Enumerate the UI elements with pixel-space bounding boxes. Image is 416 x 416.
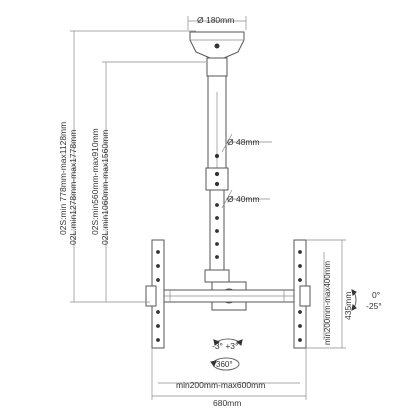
left-arm-hole-3: [156, 278, 160, 282]
right-arm-hole-4: [298, 310, 302, 314]
drop-02l-total-label: 02L:min1278mm-max1778mm: [68, 130, 78, 245]
drop-02s-total-label: 02S:min 778mm-max1128mm: [58, 122, 68, 235]
total-width-label: 680mm: [213, 398, 241, 408]
rotation-arrow: [210, 360, 217, 368]
vesa-vertical-label: min200mm-max400mm: [323, 261, 332, 345]
tilt-indicator-arrow-bottom: [351, 303, 357, 311]
lower-tube-diameter-label: Ø 40mm: [227, 194, 260, 204]
upper-tube-hole-1: [214, 153, 220, 159]
right-arm-hole-6: [298, 338, 302, 342]
upper-tube-callout-tick: [221, 133, 233, 153]
tilt-indicator-arrow-top: [351, 289, 357, 297]
left-arm-hole-4: [156, 310, 160, 314]
rotation-label: 360°: [216, 360, 233, 369]
lower-tube-hole-4: [215, 242, 219, 246]
right-arm-hole-1: [298, 250, 302, 254]
left-bracket-clamp: [145, 285, 157, 307]
tilt-up-label: 0°: [372, 290, 380, 300]
ceiling-plate-diameter-label: Ø 180mm: [197, 15, 234, 25]
tube-clamp: [205, 167, 229, 191]
upper-tube-hole-2: [214, 171, 220, 177]
right-arm-hole-5: [298, 324, 302, 328]
drop-02s-pole-label: 02S:min560mm-max910mm: [90, 128, 100, 235]
left-arm-hole-5: [156, 324, 160, 328]
lower-tube-hole-2: [215, 216, 219, 220]
left-arm-hole-6: [156, 338, 160, 342]
tilt-arc-arrow-right: [235, 339, 243, 346]
tilt-range-label: -3° +3°: [212, 341, 238, 351]
left-arm-hole-1: [156, 250, 160, 254]
tilt-arc-arrow-left: [213, 339, 221, 346]
panel-height-label: 435mm: [343, 292, 353, 320]
lower-tube-callout-tick: [221, 189, 233, 209]
right-arm-hole-2: [298, 264, 302, 268]
drop-02l-pole-label: 02L:min1060mm-max1560mm: [100, 130, 110, 245]
right-bracket-clamp: [299, 285, 311, 307]
left-arm-hole-2: [156, 264, 160, 268]
tilt-head-top: [204, 269, 230, 283]
ceiling-plate-bolt: [214, 43, 220, 49]
upper-tube-hole-3: [214, 181, 220, 187]
lower-tube-hole-3: [215, 229, 219, 233]
right-arm-hole-3: [298, 278, 302, 282]
vesa-horizontal-label: min200mm-max600mm: [176, 380, 265, 390]
pole-collar: [206, 57, 228, 77]
lower-tube-hole-5: [215, 255, 219, 259]
tilt-down-label: -25°: [366, 301, 382, 311]
lower-tube-hole-1: [215, 203, 219, 207]
upper-tube-diameter-label: Ø 48mm: [227, 137, 260, 147]
